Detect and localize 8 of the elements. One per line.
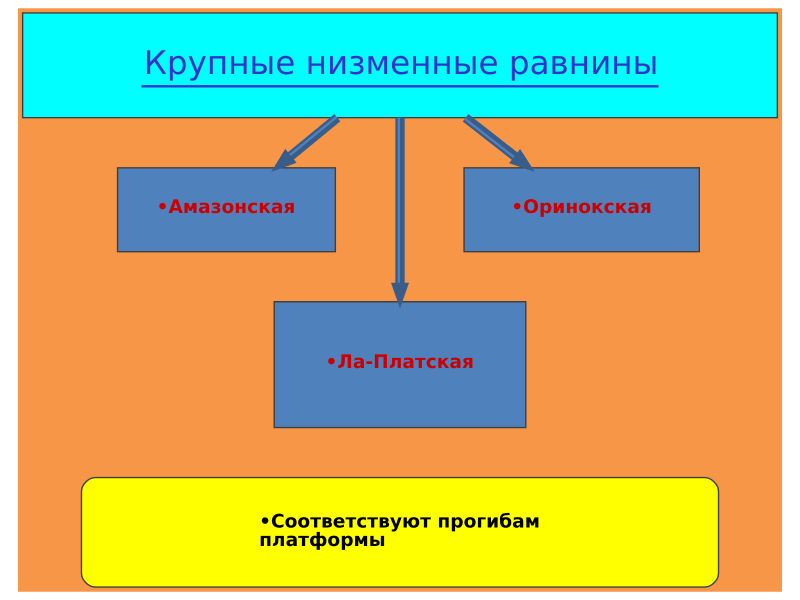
node-box: •Амазонская xyxy=(116,167,336,252)
arrow xyxy=(391,118,409,308)
node-box: •Ла-Платская xyxy=(274,301,526,428)
node-box: •Оринокская xyxy=(463,167,700,252)
node-box: Крупные низменные равнины xyxy=(22,12,778,118)
arrow xyxy=(462,114,535,172)
arrow xyxy=(271,114,340,172)
node-box: •Соответствуют прогибам платформы xyxy=(80,476,720,588)
